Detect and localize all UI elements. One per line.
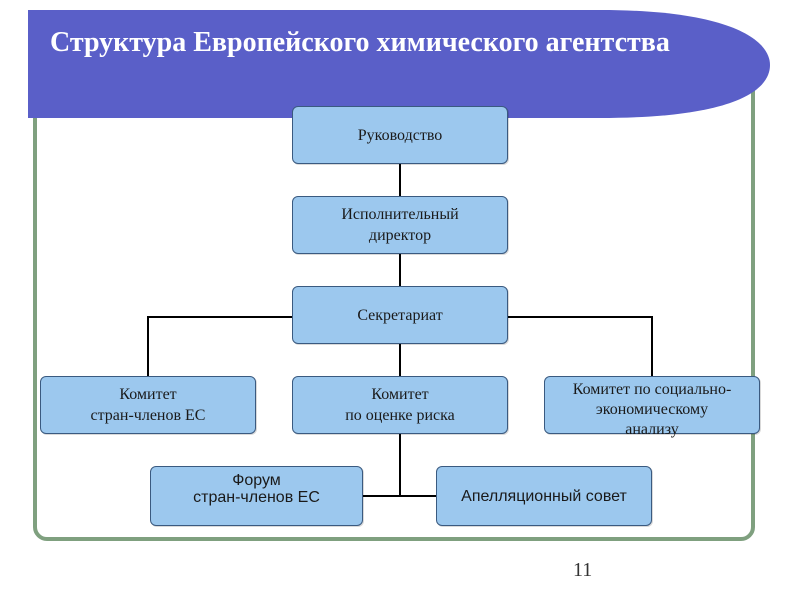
title-banner bbox=[28, 10, 770, 118]
node-committee-member-states: Комитет стран-членов ЕС bbox=[40, 376, 256, 434]
node-executive-director: Исполнительный директор bbox=[292, 196, 508, 254]
page-number: 11 bbox=[573, 559, 593, 581]
node-forum: Форум стран-членов ЕС bbox=[150, 466, 363, 526]
node-appeal-board: Апелляционный совет bbox=[436, 466, 652, 526]
node-committee-risk-assessment: Комитет по оценке риска bbox=[292, 376, 508, 434]
node-committee-socioeconomic: Комитет по социально- экономическому ана… bbox=[544, 376, 760, 438]
node-secretariat: Секретариат bbox=[292, 286, 508, 344]
node-rukovodstvo: Руководство bbox=[292, 106, 508, 164]
slide-title: Структура Европейского химического агент… bbox=[50, 27, 670, 58]
